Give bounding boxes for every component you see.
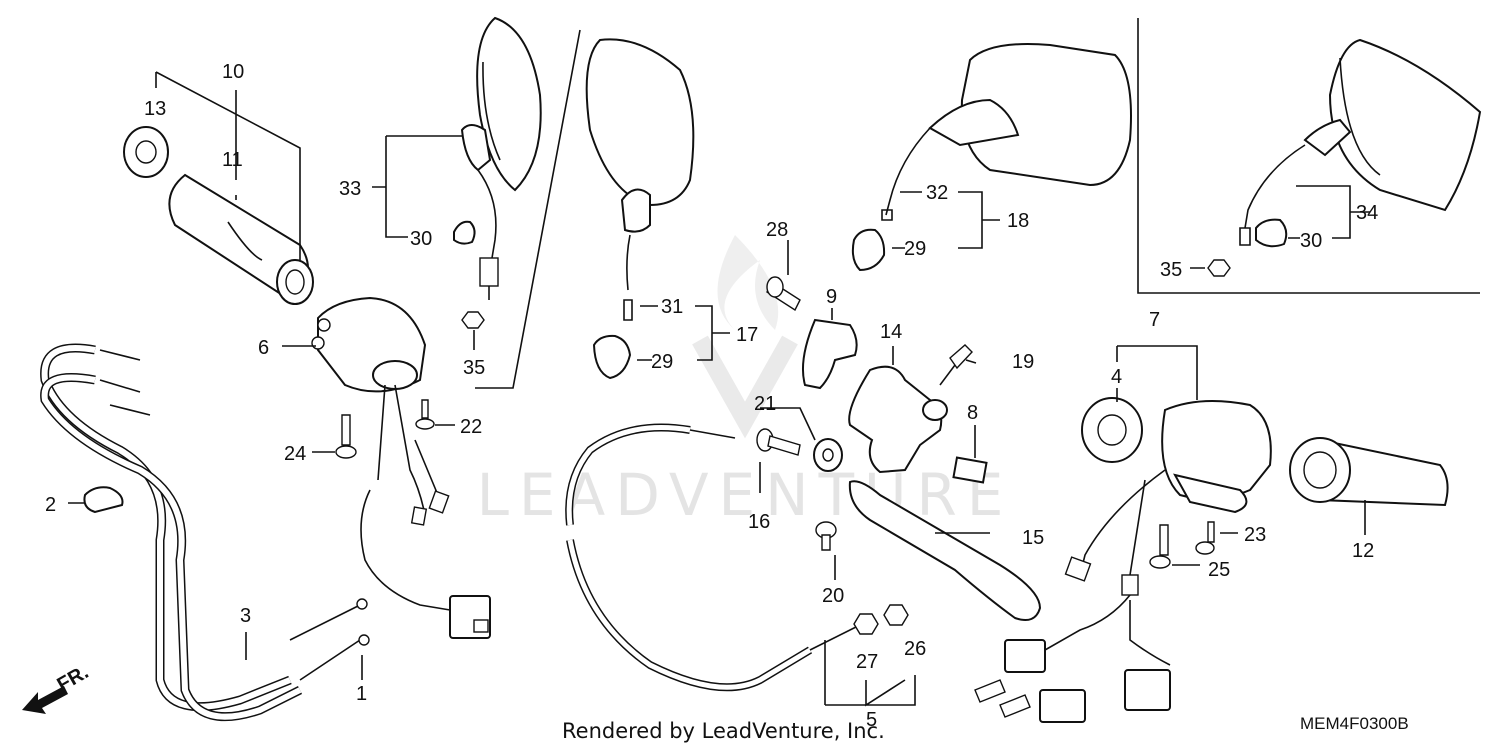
screw-22 bbox=[415, 399, 435, 430]
callout-18: 18 bbox=[1007, 210, 1029, 232]
leader-1-3 bbox=[245, 632, 363, 680]
cable-clamp-2 bbox=[83, 486, 124, 514]
leader-clutch bbox=[759, 240, 990, 580]
clutch-cable bbox=[565, 423, 861, 692]
left-switch-group bbox=[311, 296, 491, 639]
callout-30-right: 30 bbox=[1300, 230, 1322, 252]
nut-27 bbox=[853, 613, 879, 635]
callout-30-left: 30 bbox=[410, 228, 432, 250]
callout-12: 12 bbox=[1352, 540, 1374, 562]
nut-35-right bbox=[1207, 259, 1231, 277]
mirror-center bbox=[585, 38, 695, 321]
divider-left bbox=[475, 29, 581, 389]
nut-26 bbox=[883, 604, 909, 626]
leader-34-30-35 bbox=[1190, 185, 1370, 269]
mirror-left bbox=[460, 16, 542, 300]
divider-right-box bbox=[1137, 18, 1480, 294]
cap-29-right bbox=[851, 228, 886, 272]
callout-28: 28 bbox=[766, 219, 788, 241]
callout-22: 22 bbox=[460, 416, 482, 438]
nut-35-left bbox=[461, 311, 485, 329]
callout-13: 13 bbox=[144, 98, 166, 120]
left-grip bbox=[1289, 437, 1449, 507]
callout-15: 15 bbox=[1022, 527, 1044, 549]
callout-33: 33 bbox=[339, 178, 361, 200]
cap-30-right bbox=[1255, 218, 1288, 248]
watermark: LEADVENTURE bbox=[477, 235, 1014, 529]
diagram-code: MEM4F0300B bbox=[1300, 714, 1409, 733]
callout-9: 9 bbox=[826, 286, 837, 308]
screw-24 bbox=[335, 414, 357, 459]
callout-labels: 10 13 11 6 22 24 2 3 1 33 30 35 31 29 17… bbox=[45, 61, 1378, 731]
mirror-far-right bbox=[1239, 38, 1482, 246]
callout-3: 3 bbox=[240, 605, 251, 627]
callout-11: 11 bbox=[222, 149, 243, 171]
throttle-cables bbox=[40, 343, 370, 722]
callout-34: 34 bbox=[1356, 202, 1378, 224]
screw-23 bbox=[1195, 521, 1215, 555]
cap-30-left bbox=[453, 220, 476, 245]
cap-29-center bbox=[592, 334, 632, 380]
leader-4-7 bbox=[1116, 345, 1198, 402]
right-switch-group bbox=[974, 397, 1272, 723]
callout-25: 25 bbox=[1208, 559, 1230, 581]
screw-25 bbox=[1149, 524, 1171, 569]
throttle-grip-group bbox=[123, 126, 314, 305]
leader-17-29-31 bbox=[637, 305, 730, 361]
callout-29-center: 29 bbox=[651, 351, 673, 373]
callout-24: 24 bbox=[284, 443, 306, 465]
callout-4: 4 bbox=[1111, 366, 1122, 388]
callout-5: 5 bbox=[866, 709, 877, 731]
callout-17: 17 bbox=[736, 324, 758, 346]
watermark-text: LEADVENTURE bbox=[477, 461, 1014, 529]
callout-29-right: 29 bbox=[904, 238, 926, 260]
callout-7: 7 bbox=[1149, 309, 1160, 331]
callout-1: 1 bbox=[356, 683, 367, 705]
callout-26: 26 bbox=[904, 638, 926, 660]
clutch-assembly bbox=[756, 276, 1042, 621]
callout-27: 27 bbox=[856, 651, 878, 673]
callout-8: 8 bbox=[967, 402, 978, 424]
footer-credit: Rendered by LeadVenture, Inc. bbox=[562, 719, 885, 743]
callout-32: 32 bbox=[926, 182, 948, 204]
mirror-right bbox=[881, 43, 1132, 221]
callout-35-right: 35 bbox=[1160, 259, 1182, 281]
callout-14: 14 bbox=[880, 321, 902, 343]
callout-31: 31 bbox=[661, 296, 683, 318]
callout-2: 2 bbox=[45, 494, 56, 516]
callout-20: 20 bbox=[822, 585, 844, 607]
callout-6: 6 bbox=[258, 337, 269, 359]
leader-33 bbox=[372, 135, 462, 238]
leader-10-11 bbox=[155, 71, 301, 260]
callout-35-left: 35 bbox=[463, 357, 485, 379]
callout-10: 10 bbox=[222, 61, 244, 83]
front-direction-arrow bbox=[22, 686, 68, 714]
leader-5 bbox=[824, 640, 916, 707]
callout-21: 21 bbox=[754, 393, 776, 415]
callout-19: 19 bbox=[1012, 351, 1034, 373]
callout-23: 23 bbox=[1244, 524, 1266, 546]
callout-16: 16 bbox=[748, 511, 770, 533]
leader-18-29-32 bbox=[892, 191, 1000, 249]
